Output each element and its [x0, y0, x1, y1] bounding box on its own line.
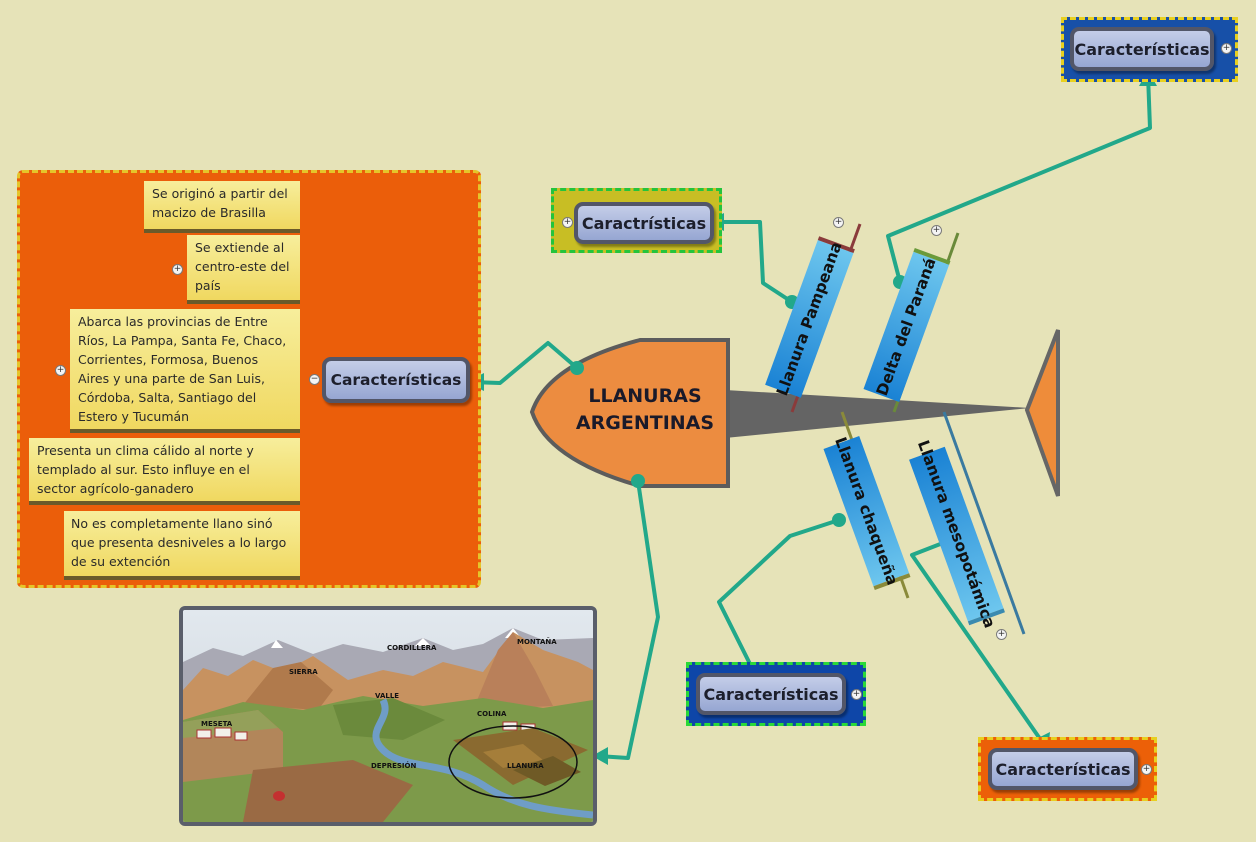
expand-delta-icon[interactable]: +: [931, 225, 942, 236]
expand-pampeana-node-icon[interactable]: +: [562, 217, 573, 228]
link-chaco: [717, 518, 840, 675]
pampeana-characteristics-node[interactable]: Caractrísticas: [574, 202, 714, 244]
expand-pampeana-icon[interactable]: +: [833, 217, 844, 228]
fish-spine: [725, 390, 1030, 438]
label-llanura: LLANURA: [507, 762, 544, 770]
main-topic-line2: ARGENTINAS: [575, 412, 715, 434]
chaco-characteristics-node[interactable]: Características: [696, 673, 846, 715]
expand-note-extension-icon[interactable]: +: [172, 264, 183, 275]
node-label: Características: [703, 684, 839, 704]
link-meso: [910, 539, 1047, 748]
label-montana: MONTAÑA: [517, 637, 557, 646]
dot-photo: [631, 474, 645, 488]
expand-meso-icon[interactable]: +: [996, 629, 1007, 640]
note-climate[interactable]: Presenta un clima cálido al norte y temp…: [29, 438, 300, 505]
link-delta: [886, 74, 1152, 283]
note-origin[interactable]: Se originó a partir del macizo de Brasil…: [144, 181, 300, 233]
arrow-photo: [592, 747, 608, 765]
label-valle: VALLE: [375, 692, 399, 700]
chaco-characteristics-frame: Características +: [686, 662, 866, 726]
characteristics-panel: Se originó a partir del macizo de Brasil…: [17, 170, 481, 588]
note-extension[interactable]: Se extiende al centro-este del país: [187, 235, 300, 304]
label-depresion: DEPRESIÓN: [371, 761, 416, 770]
fish-head: [529, 338, 730, 488]
node-label: Características: [995, 759, 1131, 779]
node-label: Características: [1074, 39, 1210, 59]
node-label: Caractrísticas: [581, 213, 707, 233]
collapse-left-node-icon[interactable]: −: [309, 374, 320, 385]
label-colina: COLINA: [477, 710, 507, 718]
link-pampeana: [712, 220, 794, 304]
delta-characteristics-node[interactable]: Características: [1070, 27, 1214, 71]
dot-chaco: [832, 513, 846, 527]
label-sierra: SIERRA: [289, 668, 318, 676]
pampeana-characteristics-frame: + Caractrísticas: [551, 188, 722, 253]
landforms-illustration[interactable]: CORDILLERA MONTAÑA SIERRA VALLE MESETA C…: [179, 606, 597, 826]
expand-delta-node-icon[interactable]: +: [1221, 43, 1232, 54]
expand-meso-node-icon[interactable]: +: [1141, 764, 1152, 775]
label-cordillera: CORDILLERA: [387, 644, 437, 652]
dot-left: [570, 361, 584, 375]
delta-characteristics-frame: Características +: [1061, 17, 1238, 82]
label-meseta: MESETA: [201, 720, 233, 728]
bone-meso: [942, 411, 1026, 635]
link-left: [469, 341, 579, 385]
expand-chaco-node-icon[interactable]: +: [851, 689, 862, 700]
fish-tail: [1024, 329, 1060, 497]
link-photo: [597, 480, 660, 760]
left-characteristics-node[interactable]: Características: [322, 357, 470, 403]
main-topic-title[interactable]: LLANURAS ARGENTINAS: [570, 383, 720, 437]
meso-characteristics-node[interactable]: Características: [988, 748, 1138, 790]
main-topic-line1: LLANURAS: [588, 385, 702, 407]
landforms-drawing: CORDILLERA MONTAÑA SIERRA VALLE MESETA C…: [183, 610, 593, 822]
note-provinces[interactable]: Abarca las provincias de Entre Ríos, La …: [70, 309, 300, 433]
meso-characteristics-frame: Características +: [978, 737, 1157, 801]
note-relief[interactable]: No es completamente llano sinó que prese…: [64, 511, 300, 580]
expand-note-provinces-icon[interactable]: +: [55, 365, 66, 376]
node-label: Características: [330, 371, 462, 389]
